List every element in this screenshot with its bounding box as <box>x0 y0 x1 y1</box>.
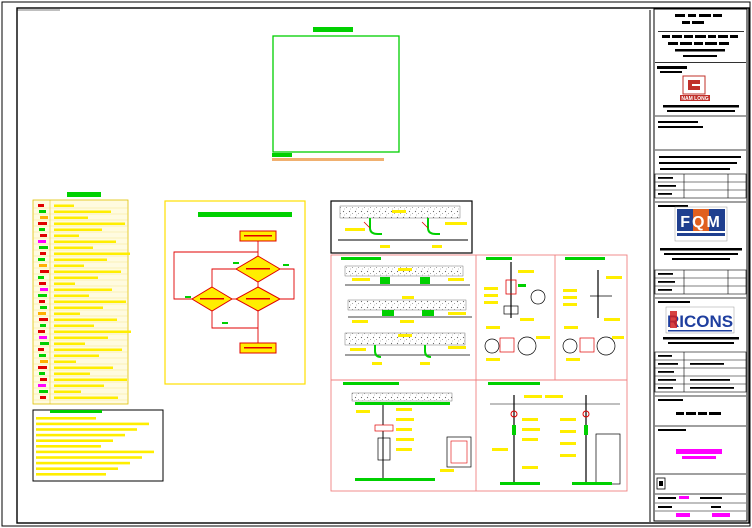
legend-label-bar <box>54 294 89 297</box>
project-header <box>655 14 746 63</box>
title-block: NAM LONG FQM <box>653 8 748 522</box>
legend-label-bar <box>54 372 90 375</box>
note-line-bar <box>36 445 101 448</box>
green-view-frame <box>272 27 400 161</box>
legend-symbol <box>38 366 47 369</box>
legend-label-bar <box>54 312 80 315</box>
legend-label-bar <box>54 354 99 357</box>
legend-label-bar <box>54 204 74 207</box>
legend-symbol <box>40 396 46 399</box>
legend-symbol <box>38 384 46 387</box>
legend-symbol <box>38 294 47 297</box>
nam-long-logo: NAM LONG <box>657 66 739 112</box>
legend-label-bar <box>54 324 94 327</box>
note-line-bar <box>36 473 106 476</box>
note-line-bar <box>36 450 154 454</box>
legend-symbol <box>39 300 45 303</box>
legend-label-bar <box>54 240 116 243</box>
note-line-bar <box>36 456 142 459</box>
legend-label-bar <box>54 222 125 225</box>
legend-symbol <box>40 360 48 363</box>
legend-symbol <box>40 288 48 291</box>
legend-label-bar <box>54 348 122 351</box>
legend-symbol <box>39 354 46 357</box>
legend-symbol <box>39 318 48 321</box>
legend-symbol <box>39 210 46 213</box>
legend-label-bar <box>54 342 85 345</box>
detail-a <box>341 257 472 365</box>
fqm-logo: FQM <box>660 206 742 260</box>
pink-detail-grid <box>330 254 628 492</box>
nam-long-text: NAM LONG <box>681 96 708 102</box>
note-line-bar <box>36 461 130 465</box>
legend-label-bar <box>54 210 111 213</box>
legend-rows <box>33 204 131 401</box>
legend-label-bar <box>54 300 126 303</box>
legend-label-bar <box>54 228 102 231</box>
legend-label-bar <box>54 282 75 285</box>
legend-label-bar <box>54 264 84 267</box>
legend-symbol <box>39 282 46 285</box>
legend-label-bar <box>54 318 117 321</box>
legend-label-bar <box>54 216 88 219</box>
legend-symbol <box>40 252 46 255</box>
legend-label-bar <box>54 330 131 333</box>
legend-symbol <box>38 240 46 243</box>
fqm-text: FQM <box>680 214 722 231</box>
notes-lines <box>36 417 154 476</box>
note-line-bar <box>36 417 96 420</box>
note-line-bar <box>36 439 113 442</box>
legend-label-bar <box>54 390 81 393</box>
legend-symbol <box>39 336 47 339</box>
legend-label-bar <box>54 366 113 369</box>
detail-panel-top <box>330 200 473 254</box>
note-line-bar <box>36 467 118 470</box>
legend-symbol <box>38 258 45 261</box>
legend-symbol <box>38 312 46 315</box>
detail-b <box>484 257 550 361</box>
note-line-bar <box>36 428 137 431</box>
legend-symbol <box>38 330 45 333</box>
legend-label-bar <box>54 246 93 249</box>
legend-symbol <box>39 228 45 231</box>
legend-symbol <box>39 372 45 375</box>
legend-symbol <box>38 348 44 351</box>
legend-label-bar <box>54 360 76 363</box>
legend-label-bar <box>54 258 107 261</box>
detail-e <box>488 382 621 485</box>
legend-label-bar <box>54 288 112 291</box>
legend-symbol <box>39 264 47 267</box>
legend-label-bar <box>54 276 98 279</box>
legend-symbol <box>40 306 47 309</box>
legend-label-bar <box>54 252 130 255</box>
flowchart-panel <box>164 200 306 385</box>
legend-label-bar <box>54 336 108 339</box>
note-line-bar <box>36 422 149 426</box>
ricons-text: RICONS <box>667 312 733 331</box>
legend-symbol <box>39 390 48 393</box>
legend-symbol <box>38 204 44 207</box>
legend-symbol <box>40 324 46 327</box>
legend-symbol <box>40 378 47 381</box>
ricons-logo: RICONS <box>663 306 739 344</box>
legend-symbol <box>40 216 48 219</box>
legend-symbol <box>40 342 49 345</box>
legend-label-bar <box>54 378 127 381</box>
note-line-bar <box>36 433 125 437</box>
legend-symbol <box>38 276 44 279</box>
legend-label-bar <box>54 234 79 237</box>
legend-label-bar <box>54 270 121 273</box>
legend-label-bar <box>54 306 103 309</box>
legend-label-bar <box>54 396 118 399</box>
legend-label-bar <box>54 384 104 387</box>
legend-symbol <box>40 270 49 273</box>
legend-symbol <box>40 234 47 237</box>
detail-c <box>562 257 624 361</box>
drawing-border <box>16 7 750 524</box>
legend-symbol <box>39 246 48 249</box>
detail-d <box>343 382 472 481</box>
legend-symbol <box>38 222 47 225</box>
